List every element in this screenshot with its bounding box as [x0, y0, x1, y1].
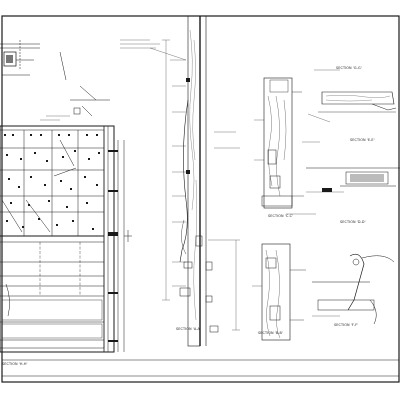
caption-section-f: SECTION 'F-F': [334, 323, 359, 327]
caption-section-main: SECTION 'A-A': [176, 327, 201, 331]
top-left-detail: [0, 40, 110, 117]
main-elevation: [0, 125, 132, 353]
lower-jamb-section: [252, 243, 306, 341]
middle-right-detail: [306, 167, 400, 193]
annotation-leaders: [40, 39, 340, 215]
caption-section-h: SECTION 'H-H': [2, 362, 28, 366]
caption-section-g: SECTION 'G-G': [336, 66, 362, 70]
bracket-detail: [312, 253, 395, 325]
caption-section-d: SECTION 'D-D': [340, 220, 366, 224]
column-section: [162, 15, 240, 347]
caption-section-b: SECTION 'B-B': [258, 331, 283, 335]
sill-detail: [307, 91, 397, 123]
upper-jamb-section: [254, 77, 304, 209]
caption-section-c: SECTION 'C-C': [268, 214, 294, 218]
caption-section-e: SECTION 'E-E': [350, 138, 375, 142]
